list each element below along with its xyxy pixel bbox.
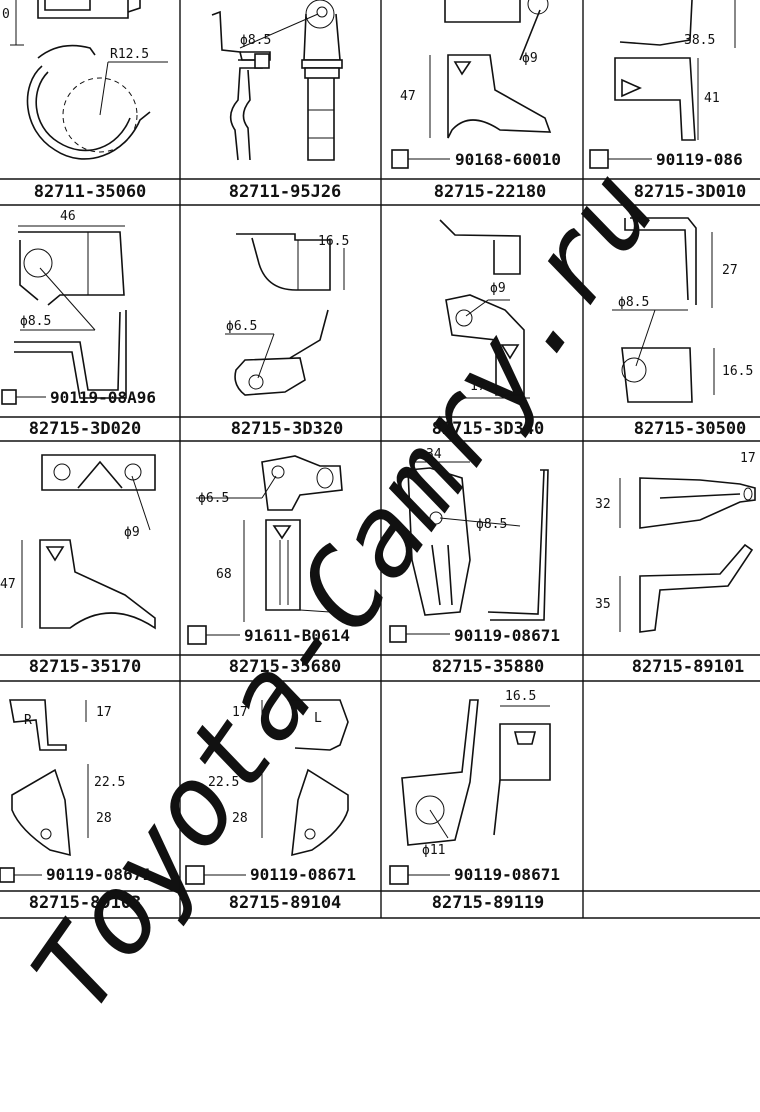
part-number: 82715-3D320 xyxy=(231,419,344,439)
part-drawing-82715-3D020: 46 ϕ8.5 90119-08A96 xyxy=(1,209,156,407)
fastener-label: 90119-08671 xyxy=(250,865,356,884)
svg-text:16.5: 16.5 xyxy=(318,234,349,249)
part-drawing-82715-3D340: ϕ9 17 xyxy=(439,219,530,399)
table-grid xyxy=(0,0,760,919)
part-number: 82715-35880 xyxy=(432,657,545,677)
part-number: 82715-89103 xyxy=(29,893,142,913)
svg-text:17: 17 xyxy=(232,705,248,720)
part-number: 82715-35680 xyxy=(229,657,342,677)
part-number: 82715-22180 xyxy=(434,182,547,202)
part-drawing-82715-35170: ϕ9 47 xyxy=(0,454,156,630)
svg-text:L: L xyxy=(314,711,322,726)
svg-text:22.5: 22.5 xyxy=(208,775,239,790)
svg-text:ϕ8.5: ϕ8.5 xyxy=(20,314,51,329)
part-drawing-82715-89119: 16.5 ϕ11 90119-08671 xyxy=(389,689,560,885)
svg-text:28: 28 xyxy=(96,811,112,826)
part-drawing-82711-35060: 0 R12.5 xyxy=(2,0,168,160)
part-drawing-82715-89101: 17 32 35 xyxy=(595,451,756,633)
part-number: 82711-95J26 xyxy=(229,182,342,202)
svg-text:R: R xyxy=(24,713,32,728)
svg-text:ϕ11: ϕ11 xyxy=(422,843,445,858)
svg-text:27: 27 xyxy=(722,263,738,278)
svg-text:ϕ8.5: ϕ8.5 xyxy=(476,517,507,532)
part-number: 82715-3D010 xyxy=(634,182,747,202)
svg-text:38.5: 38.5 xyxy=(684,33,715,48)
svg-text:ϕ8.5: ϕ8.5 xyxy=(618,295,649,310)
svg-text:22.5: 22.5 xyxy=(94,775,125,790)
svg-text:0: 0 xyxy=(2,7,10,22)
fastener-label: 90119-086 xyxy=(656,150,743,169)
part-drawing-82715-35880: 34 ϕ8.5 90119-08671 xyxy=(389,447,560,645)
part-drawing-82715-22180: ϕ9 47 90168-60010 xyxy=(391,0,561,169)
part-drawing-82715-89103: R 17 22.5 28 90119-08671 xyxy=(0,699,152,884)
svg-text:41: 41 xyxy=(704,91,720,106)
svg-text:68: 68 xyxy=(216,567,232,582)
part-number: 82711-35060 xyxy=(34,182,147,202)
part-number: 82715-89101 xyxy=(632,657,745,677)
fastener-label: 90168-60010 xyxy=(455,150,561,169)
fastener-label: 90119-08671 xyxy=(454,626,560,645)
svg-text:ϕ6.5: ϕ6.5 xyxy=(198,491,229,506)
svg-text:32: 32 xyxy=(595,497,611,512)
svg-text:ϕ9: ϕ9 xyxy=(522,51,538,66)
part-number: 82715-3D340 xyxy=(432,419,545,439)
fastener-label: 90119-08671 xyxy=(454,865,560,884)
svg-text:34: 34 xyxy=(426,447,442,462)
fastener-label: 91611-B0614 xyxy=(244,626,350,645)
part-drawing-82715-3D010: 38.5 41 90119-086 xyxy=(589,0,743,169)
svg-text:47: 47 xyxy=(0,577,16,592)
svg-text:35: 35 xyxy=(595,597,611,612)
svg-text:28: 28 xyxy=(232,811,248,826)
svg-text:16.5: 16.5 xyxy=(722,364,753,379)
svg-text:17: 17 xyxy=(470,379,486,394)
svg-text:17: 17 xyxy=(96,705,112,720)
part-drawing-82715-3D320: 16.5 ϕ6.5 xyxy=(225,233,349,396)
part-number: 82715-30500 xyxy=(634,419,747,439)
part-number: 82715-89119 xyxy=(432,893,545,913)
part-drawing-82715-30500: 27 ϕ8.5 16.5 xyxy=(612,217,753,403)
svg-text:46: 46 xyxy=(60,209,76,224)
fastener-label: 90119-08671 xyxy=(46,865,152,884)
svg-text:ϕ6.5: ϕ6.5 xyxy=(226,319,257,334)
fastener-label: 90119-08A96 xyxy=(50,388,156,407)
part-number: 82715-35170 xyxy=(29,657,142,677)
svg-text:ϕ9: ϕ9 xyxy=(490,281,506,296)
part-drawing-82715-35680: ϕ6.5 68 91611-B0614 xyxy=(187,455,350,645)
svg-text:47: 47 xyxy=(400,89,416,104)
svg-text:ϕ9: ϕ9 xyxy=(124,525,140,540)
svg-text:R12.5: R12.5 xyxy=(110,47,149,62)
part-number: 82715-3D020 xyxy=(29,419,142,439)
part-number: 82715-89104 xyxy=(229,893,342,913)
part-drawing-82711-95J26: ϕ8.5 xyxy=(211,0,343,161)
svg-text:16.5: 16.5 xyxy=(505,689,536,704)
svg-text:17: 17 xyxy=(740,451,756,466)
svg-text:ϕ8.5: ϕ8.5 xyxy=(240,33,271,48)
part-drawing-82715-89104: 17 L 22.5 28 90119-08671 xyxy=(185,699,356,885)
